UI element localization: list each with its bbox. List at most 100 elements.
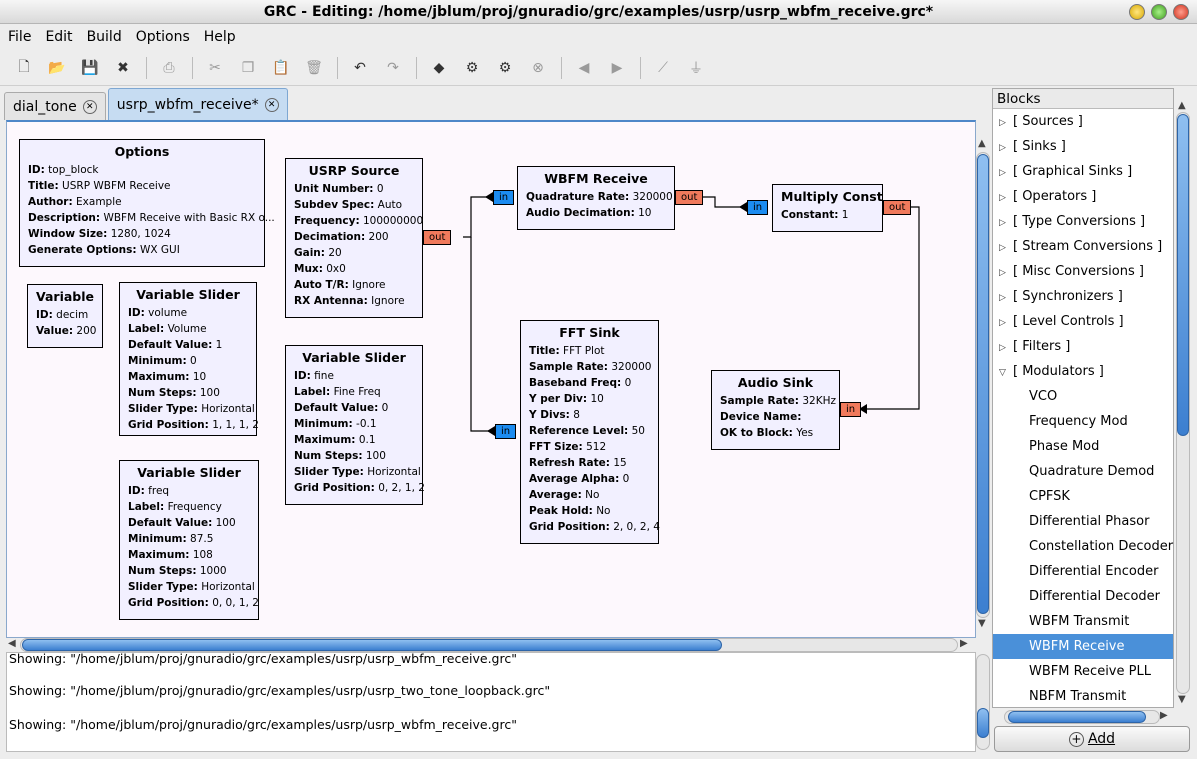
rotate-ccw-icon[interactable]: ◀ bbox=[578, 59, 590, 76]
paste-icon[interactable]: 📋 bbox=[272, 59, 290, 76]
multiply-const-in-port[interactable]: in bbox=[747, 200, 769, 215]
menu-file[interactable]: File bbox=[8, 29, 32, 45]
close-tab-icon[interactable]: ✕ bbox=[82, 99, 97, 114]
undo-icon[interactable]: ↶ bbox=[354, 59, 366, 76]
expander-right-icon[interactable]: ▷ bbox=[999, 243, 1006, 253]
minimize-button[interactable] bbox=[1129, 4, 1145, 20]
expander-down-icon[interactable]: ▽ bbox=[999, 368, 1006, 378]
close-tab-icon[interactable]: ✕ bbox=[264, 97, 279, 112]
category-item[interactable]: ▷[ Sources ] bbox=[993, 109, 1173, 134]
block-item[interactable]: WBFM Receive bbox=[993, 634, 1173, 659]
add-block-button[interactable]: + Add bbox=[994, 726, 1190, 752]
close-icon[interactable]: ✖ bbox=[117, 59, 129, 76]
block-item[interactable]: Phase Mod bbox=[1029, 439, 1100, 454]
category-item[interactable]: ▷[ Level Controls ] bbox=[993, 309, 1173, 334]
generate-icon[interactable]: ⚙ bbox=[465, 59, 479, 76]
expander-right-icon[interactable]: ▷ bbox=[999, 218, 1006, 228]
open-icon[interactable]: 📂 bbox=[48, 59, 66, 76]
category-item[interactable]: ▷[ Graphical Sinks ] bbox=[993, 159, 1173, 184]
tab-dial-tone[interactable]: dial_tone✕ bbox=[4, 92, 106, 120]
blocks-vertical-scrollbar[interactable]: ▲ ▼ bbox=[1176, 100, 1190, 708]
wire-usrp-to-wbfm[interactable] bbox=[463, 196, 493, 238]
disable-icon[interactable]: ⏚ bbox=[689, 60, 703, 77]
block-item[interactable]: Quadrature Demod bbox=[1029, 464, 1155, 479]
canvas-vertical-scrollbar[interactable]: ▲ ▼ bbox=[976, 138, 990, 630]
print-icon[interactable]: ⎙ bbox=[163, 59, 175, 76]
block-item[interactable]: Differential Decoder bbox=[1029, 589, 1160, 604]
errors-icon[interactable]: ◆ bbox=[433, 59, 445, 76]
category-item[interactable]: ▷[ Synchronizers ] bbox=[993, 284, 1173, 309]
menu-edit[interactable]: Edit bbox=[45, 29, 73, 45]
wire-usrp-to-fft[interactable] bbox=[470, 237, 495, 432]
param-value: 108 bbox=[192, 549, 213, 561]
category-item[interactable]: ▷[ Stream Conversions ] bbox=[993, 234, 1173, 259]
menu-options[interactable]: Options bbox=[135, 29, 190, 45]
maximize-button[interactable] bbox=[1151, 4, 1167, 20]
save-icon[interactable]: 💾 bbox=[81, 59, 99, 76]
new-icon[interactable]: 🗋 bbox=[18, 58, 30, 75]
block-item[interactable]: CPFSK bbox=[1029, 489, 1070, 504]
expander-right-icon[interactable]: ▷ bbox=[999, 343, 1006, 353]
redo-icon[interactable]: ↷ bbox=[387, 59, 399, 76]
audio-sink-in-port[interactable]: in bbox=[840, 402, 862, 417]
param-key: Slider Type: bbox=[294, 466, 364, 478]
expander-right-icon[interactable]: ▷ bbox=[999, 268, 1006, 278]
block-item[interactable]: VCO bbox=[1029, 389, 1058, 404]
wire-wbfm-to-multiply[interactable] bbox=[703, 196, 747, 208]
category-item[interactable]: ▷[ Sinks ] bbox=[993, 134, 1173, 159]
rotate-cw-icon[interactable]: ▶ bbox=[611, 59, 623, 76]
expander-right-icon[interactable]: ▷ bbox=[999, 193, 1006, 203]
category-item[interactable]: ▷[ Filters ] bbox=[993, 334, 1173, 359]
wbfm-receive-in-port[interactable]: in bbox=[493, 190, 515, 205]
execute-icon[interactable]: ⚙ bbox=[498, 59, 512, 76]
param-value: Ignore bbox=[371, 295, 405, 307]
block-item[interactable]: NBFM Transmit bbox=[1029, 689, 1127, 704]
copy-icon[interactable]: ❐ bbox=[241, 59, 255, 76]
blocks-horizontal-scrollbar[interactable]: ▶ bbox=[994, 710, 1172, 724]
category-item[interactable]: ▷[ Misc Conversions ] bbox=[993, 259, 1173, 284]
param-key: Grid Position: bbox=[294, 482, 375, 494]
cut-icon[interactable]: ✂ bbox=[209, 59, 221, 76]
expander-right-icon[interactable]: ▷ bbox=[999, 318, 1006, 328]
expander-right-icon[interactable]: ▷ bbox=[999, 118, 1006, 128]
block-item[interactable]: Frequency Mod bbox=[1029, 414, 1128, 429]
fft-sink-in-port[interactable]: in bbox=[495, 424, 517, 439]
window-titlebar: GRC - Editing: /home/jblum/proj/gnuradio… bbox=[0, 0, 1197, 24]
menu-help[interactable]: Help bbox=[203, 29, 236, 45]
expander-right-icon[interactable]: ▷ bbox=[999, 168, 1006, 178]
category-item[interactable]: ▷[ Operators ] bbox=[993, 184, 1173, 209]
block-item[interactable]: Constellation Decoder bbox=[1029, 539, 1174, 554]
kill-icon[interactable]: ⊗ bbox=[532, 59, 544, 76]
wbfm-receive-out-port[interactable]: out bbox=[675, 190, 704, 205]
wire-multiply-to-audio[interactable] bbox=[867, 206, 920, 410]
expander-right-icon[interactable]: ▷ bbox=[999, 293, 1006, 303]
block-item[interactable]: WBFM Transmit bbox=[1029, 614, 1130, 629]
param-key: Sample Rate: bbox=[720, 395, 799, 407]
expander-right-icon[interactable]: ▷ bbox=[999, 143, 1006, 153]
tab-usrp-wbfm-receive[interactable]: usrp_wbfm_receive*✕ bbox=[107, 88, 288, 120]
block-title: WBFM Receive bbox=[544, 171, 648, 186]
canvas-horizontal-scrollbar[interactable]: ◀ ▶ bbox=[8, 638, 972, 652]
usrp-source-out-port[interactable]: out bbox=[423, 230, 452, 245]
multiply-const-out-port[interactable]: out bbox=[883, 200, 912, 215]
category-item-modulators[interactable]: ▽[ Modulators ] bbox=[993, 359, 1173, 384]
block-item[interactable]: Differential Phasor bbox=[1029, 514, 1150, 529]
menu-build[interactable]: Build bbox=[86, 29, 122, 45]
delete-icon[interactable]: 🗑 bbox=[305, 59, 323, 76]
block-item[interactable]: Differential Encoder bbox=[1029, 564, 1159, 579]
block-item[interactable]: WBFM Receive PLL bbox=[1029, 664, 1151, 679]
category-item[interactable]: ▷[ Type Conversions ] bbox=[993, 209, 1173, 234]
enable-icon[interactable]: ⟋ bbox=[658, 59, 668, 76]
close-window-button[interactable] bbox=[1173, 4, 1189, 20]
